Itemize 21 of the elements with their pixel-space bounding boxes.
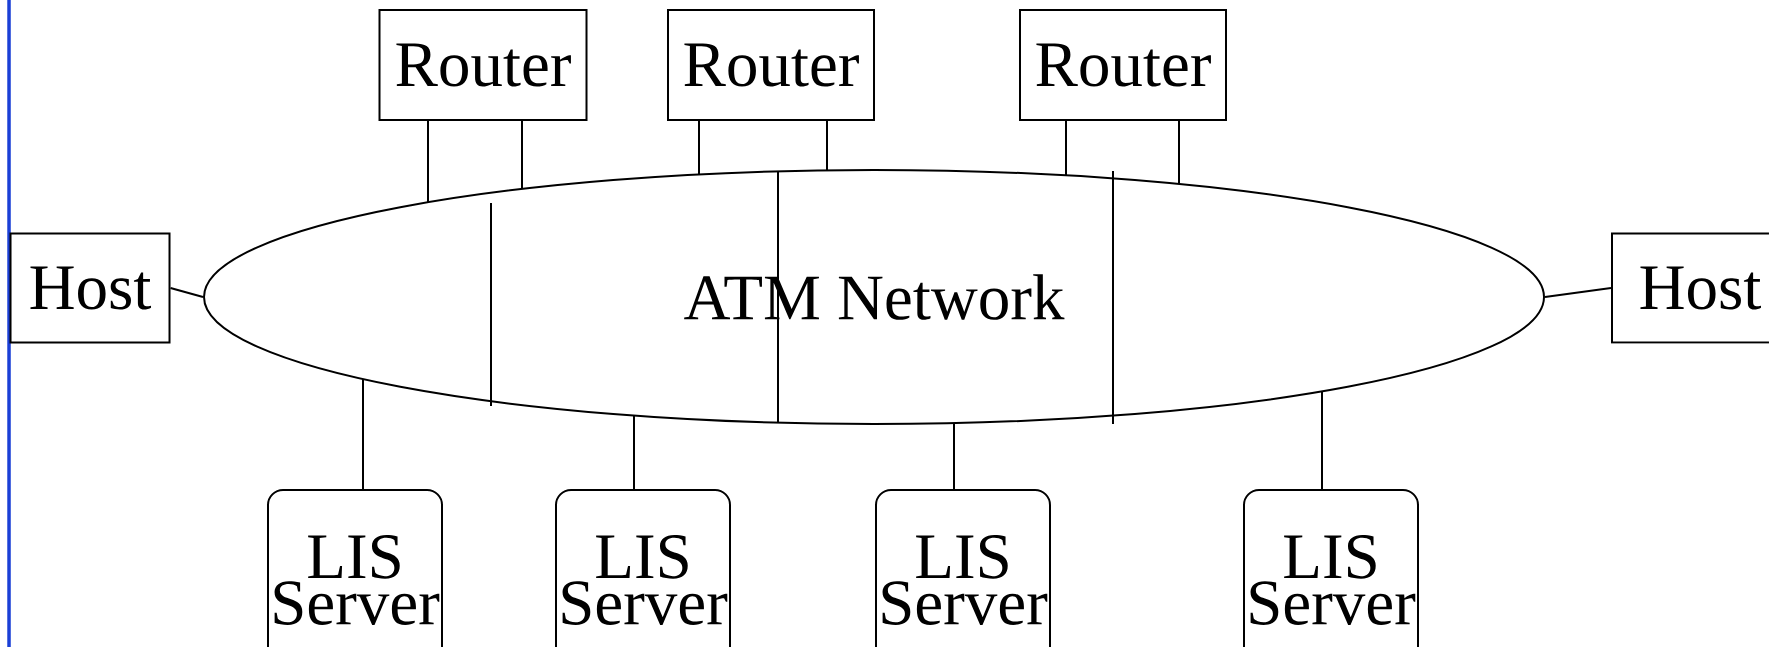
connector-line [1544, 287, 1612, 298]
connector-line [427, 120, 429, 204]
connector-line [826, 120, 828, 172]
connector-line [1178, 120, 1180, 185]
server-box: LIS Server [555, 489, 731, 647]
router-box: Router [667, 9, 875, 121]
connector-line [633, 414, 635, 490]
router-box: Router [1019, 9, 1227, 121]
connector-line [953, 422, 955, 490]
connector-line [1321, 390, 1323, 490]
host-box: Host [1611, 232, 1769, 344]
connector-line [362, 378, 364, 490]
host-box: Host [9, 232, 171, 344]
connector-line [169, 287, 204, 298]
router-box: Router [378, 9, 588, 121]
server-box: LIS Server [1243, 489, 1419, 647]
server-box: LIS Server [267, 489, 443, 647]
connector-line [521, 120, 523, 190]
server-box: LIS Server [875, 489, 1051, 647]
connector-line [1065, 120, 1067, 177]
connector-line [698, 120, 700, 176]
